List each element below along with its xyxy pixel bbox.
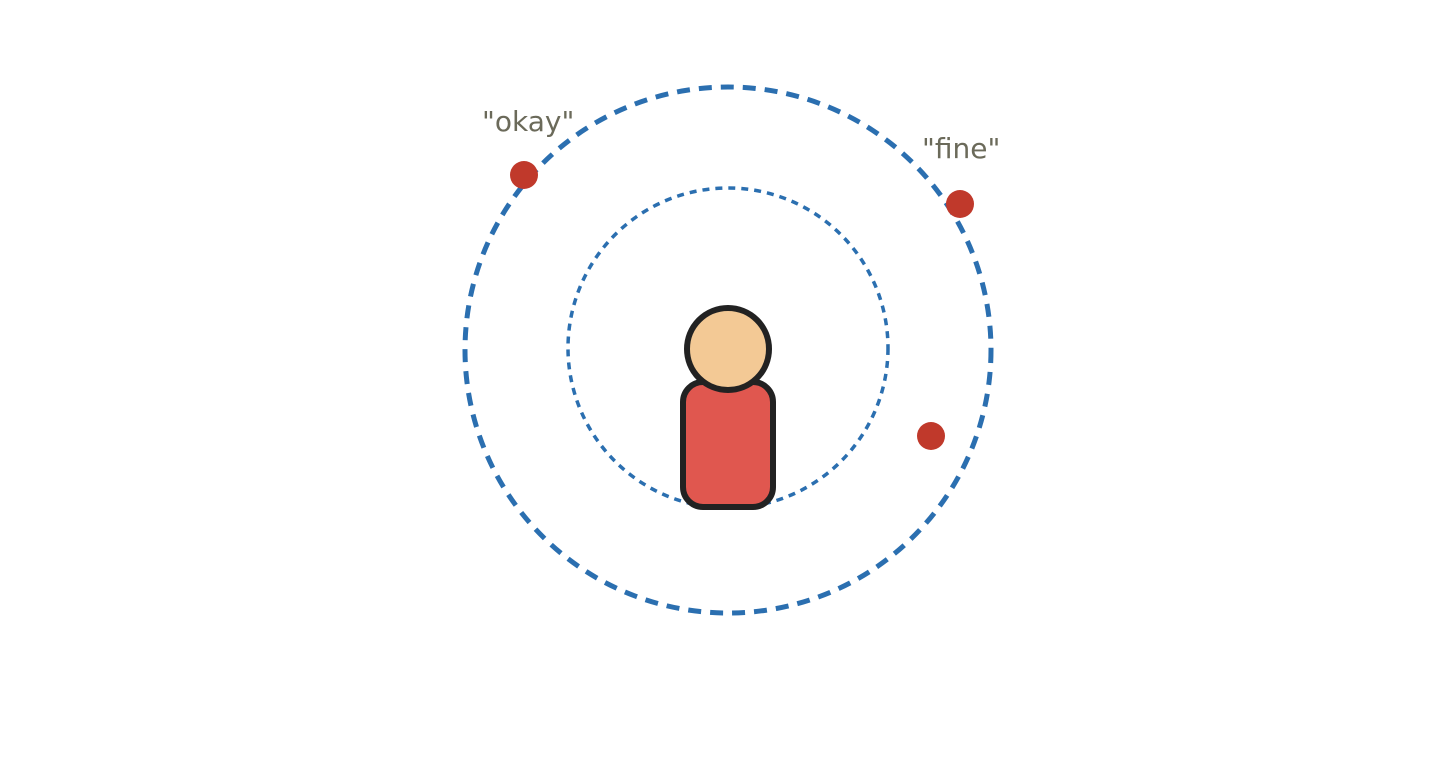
unlabeled-dot: [917, 422, 945, 450]
okay-dot: [510, 161, 538, 189]
outer-orbit-ring: [462, 84, 994, 616]
fine-dot: [946, 190, 974, 218]
fine-label: "fine": [922, 132, 1000, 165]
person-icon: [680, 305, 776, 510]
okay-label: "okay": [482, 105, 574, 138]
person-head: [684, 305, 772, 393]
person-body: [680, 379, 776, 510]
